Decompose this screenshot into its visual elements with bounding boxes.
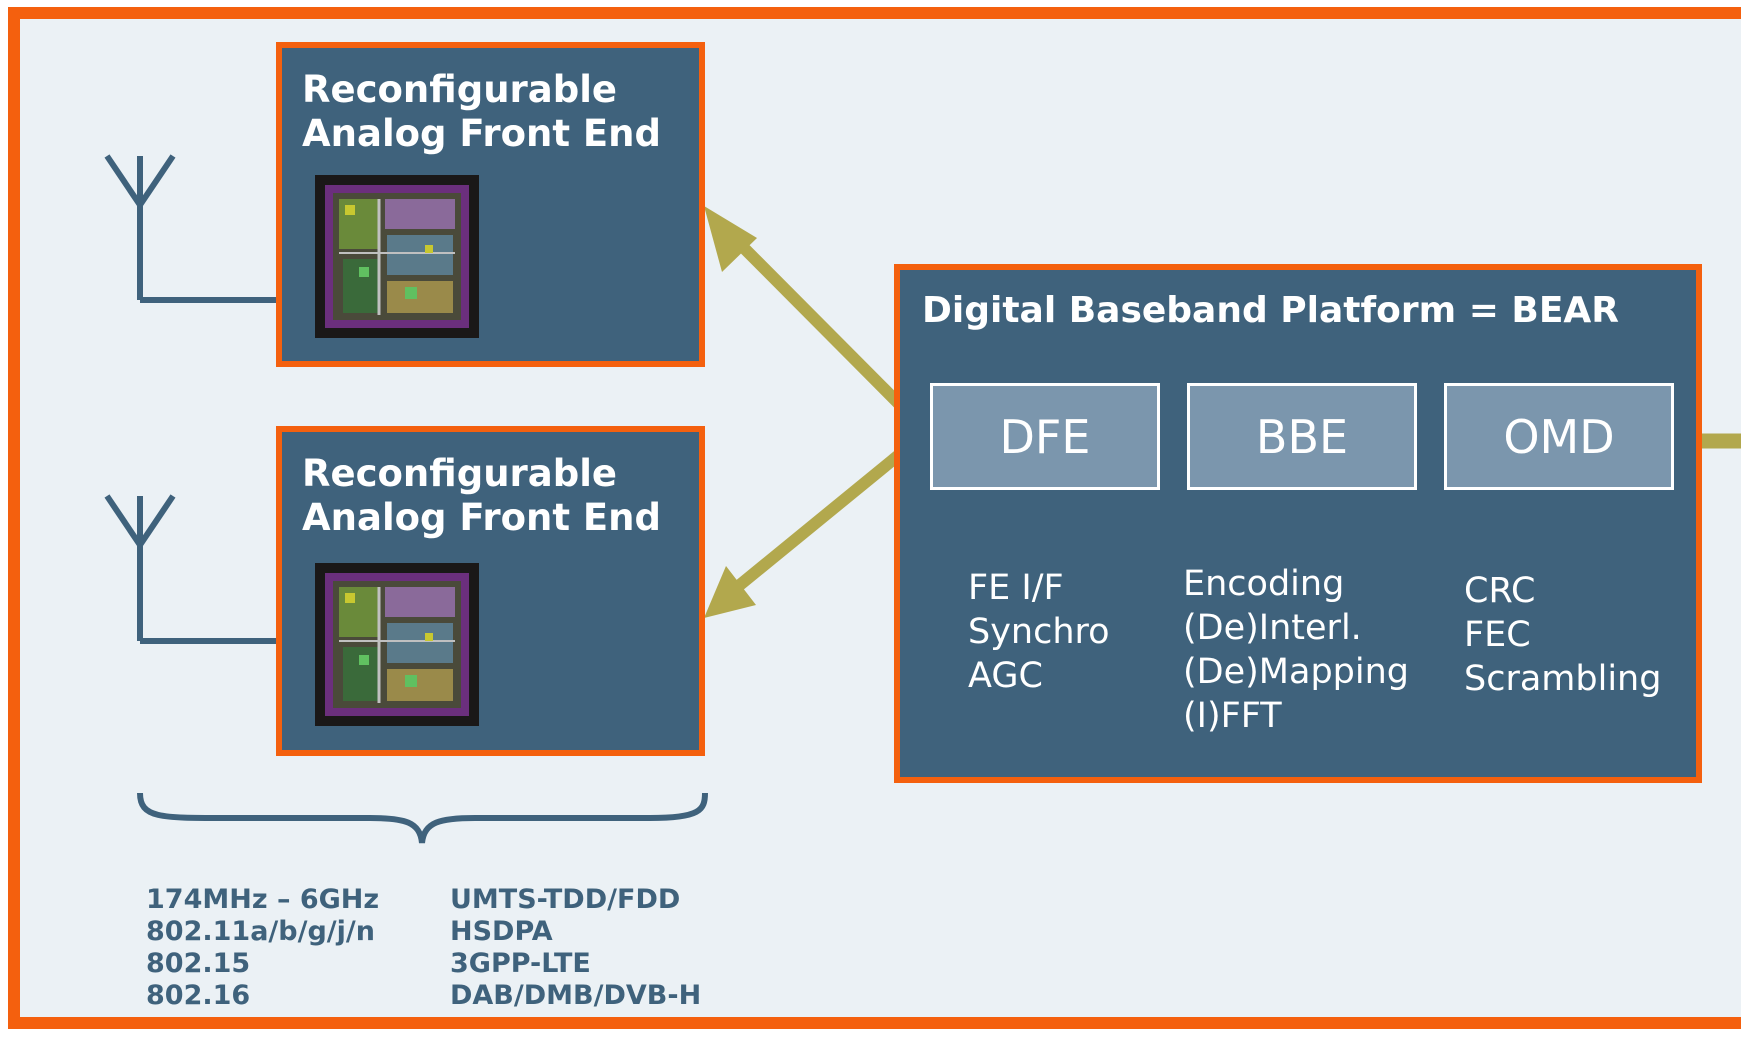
analog-front-end-box: Reconfigurable Analog Front End xyxy=(276,42,705,367)
analog-front-end-box: Reconfigurable Analog Front End xyxy=(276,426,705,756)
antenna-icon xyxy=(104,494,282,644)
omd-functions: CRC FEC Scrambling xyxy=(1464,569,1661,701)
function-item: Encoding xyxy=(1183,564,1345,604)
standard-item: 802.16 xyxy=(146,980,251,1011)
function-item: FEC xyxy=(1464,615,1531,655)
front-end-title: Reconfigurable Analog Front End xyxy=(302,452,661,540)
function-item: (I)FFT xyxy=(1183,696,1282,736)
standard-item: UMTS-TDD/FDD xyxy=(450,884,681,915)
front-end-title-line: Analog Front End xyxy=(302,112,661,155)
dfe-block: DFE xyxy=(930,383,1160,490)
block-label: DFE xyxy=(999,409,1091,464)
block-label: BBE xyxy=(1255,409,1349,464)
function-item: AGC xyxy=(968,656,1043,696)
chip-die-graphic xyxy=(315,563,479,726)
function-item: (De)Interl. xyxy=(1183,608,1362,648)
chip-die-graphic xyxy=(315,175,479,338)
chip-die-image xyxy=(315,175,479,338)
standard-item: 174MHz – 6GHz xyxy=(146,884,380,915)
bidirectional-arrow xyxy=(704,206,932,437)
dfe-functions: FE I/F Synchro AGC xyxy=(968,566,1110,698)
digital-baseband-platform: Digital Baseband Platform = BEAR DFE BBE… xyxy=(894,264,1702,783)
front-end-title-line: Analog Front End xyxy=(302,496,661,539)
standard-item: 802.15 xyxy=(146,948,251,979)
antenna-icon xyxy=(104,154,282,303)
function-item: Scrambling xyxy=(1464,659,1662,699)
standard-item: DAB/DMB/DVB-H xyxy=(450,980,702,1011)
standards-list-right: UMTS-TDD/FDD HSDPA 3GPP-LTE DAB/DMB/DVB-… xyxy=(450,884,701,1012)
standard-item: 802.11a/b/g/j/n xyxy=(146,916,375,947)
bbe-block: BBE xyxy=(1187,383,1417,490)
standard-item: 3GPP-LTE xyxy=(450,948,591,979)
front-end-title-line: Reconfigurable xyxy=(302,68,618,111)
function-item: CRC xyxy=(1464,571,1536,611)
function-item: FE I/F xyxy=(968,568,1064,608)
bbe-functions: Encoding (De)Interl. (De)Mapping (I)FFT xyxy=(1183,562,1409,738)
function-item: (De)Mapping xyxy=(1183,652,1409,692)
brace-icon xyxy=(137,792,708,844)
front-end-title-line: Reconfigurable xyxy=(302,452,618,495)
function-item: Synchro xyxy=(968,612,1110,652)
platform-title: Digital Baseband Platform = BEAR xyxy=(922,290,1620,331)
front-end-title: Reconfigurable Analog Front End xyxy=(302,68,661,156)
standards-list-left: 174MHz – 6GHz 802.11a/b/g/j/n 802.15 802… xyxy=(146,884,379,1012)
block-label: OMD xyxy=(1503,409,1615,464)
chip-die-image xyxy=(315,563,479,726)
standard-item: HSDPA xyxy=(450,916,553,947)
omd-block: OMD xyxy=(1444,383,1674,490)
